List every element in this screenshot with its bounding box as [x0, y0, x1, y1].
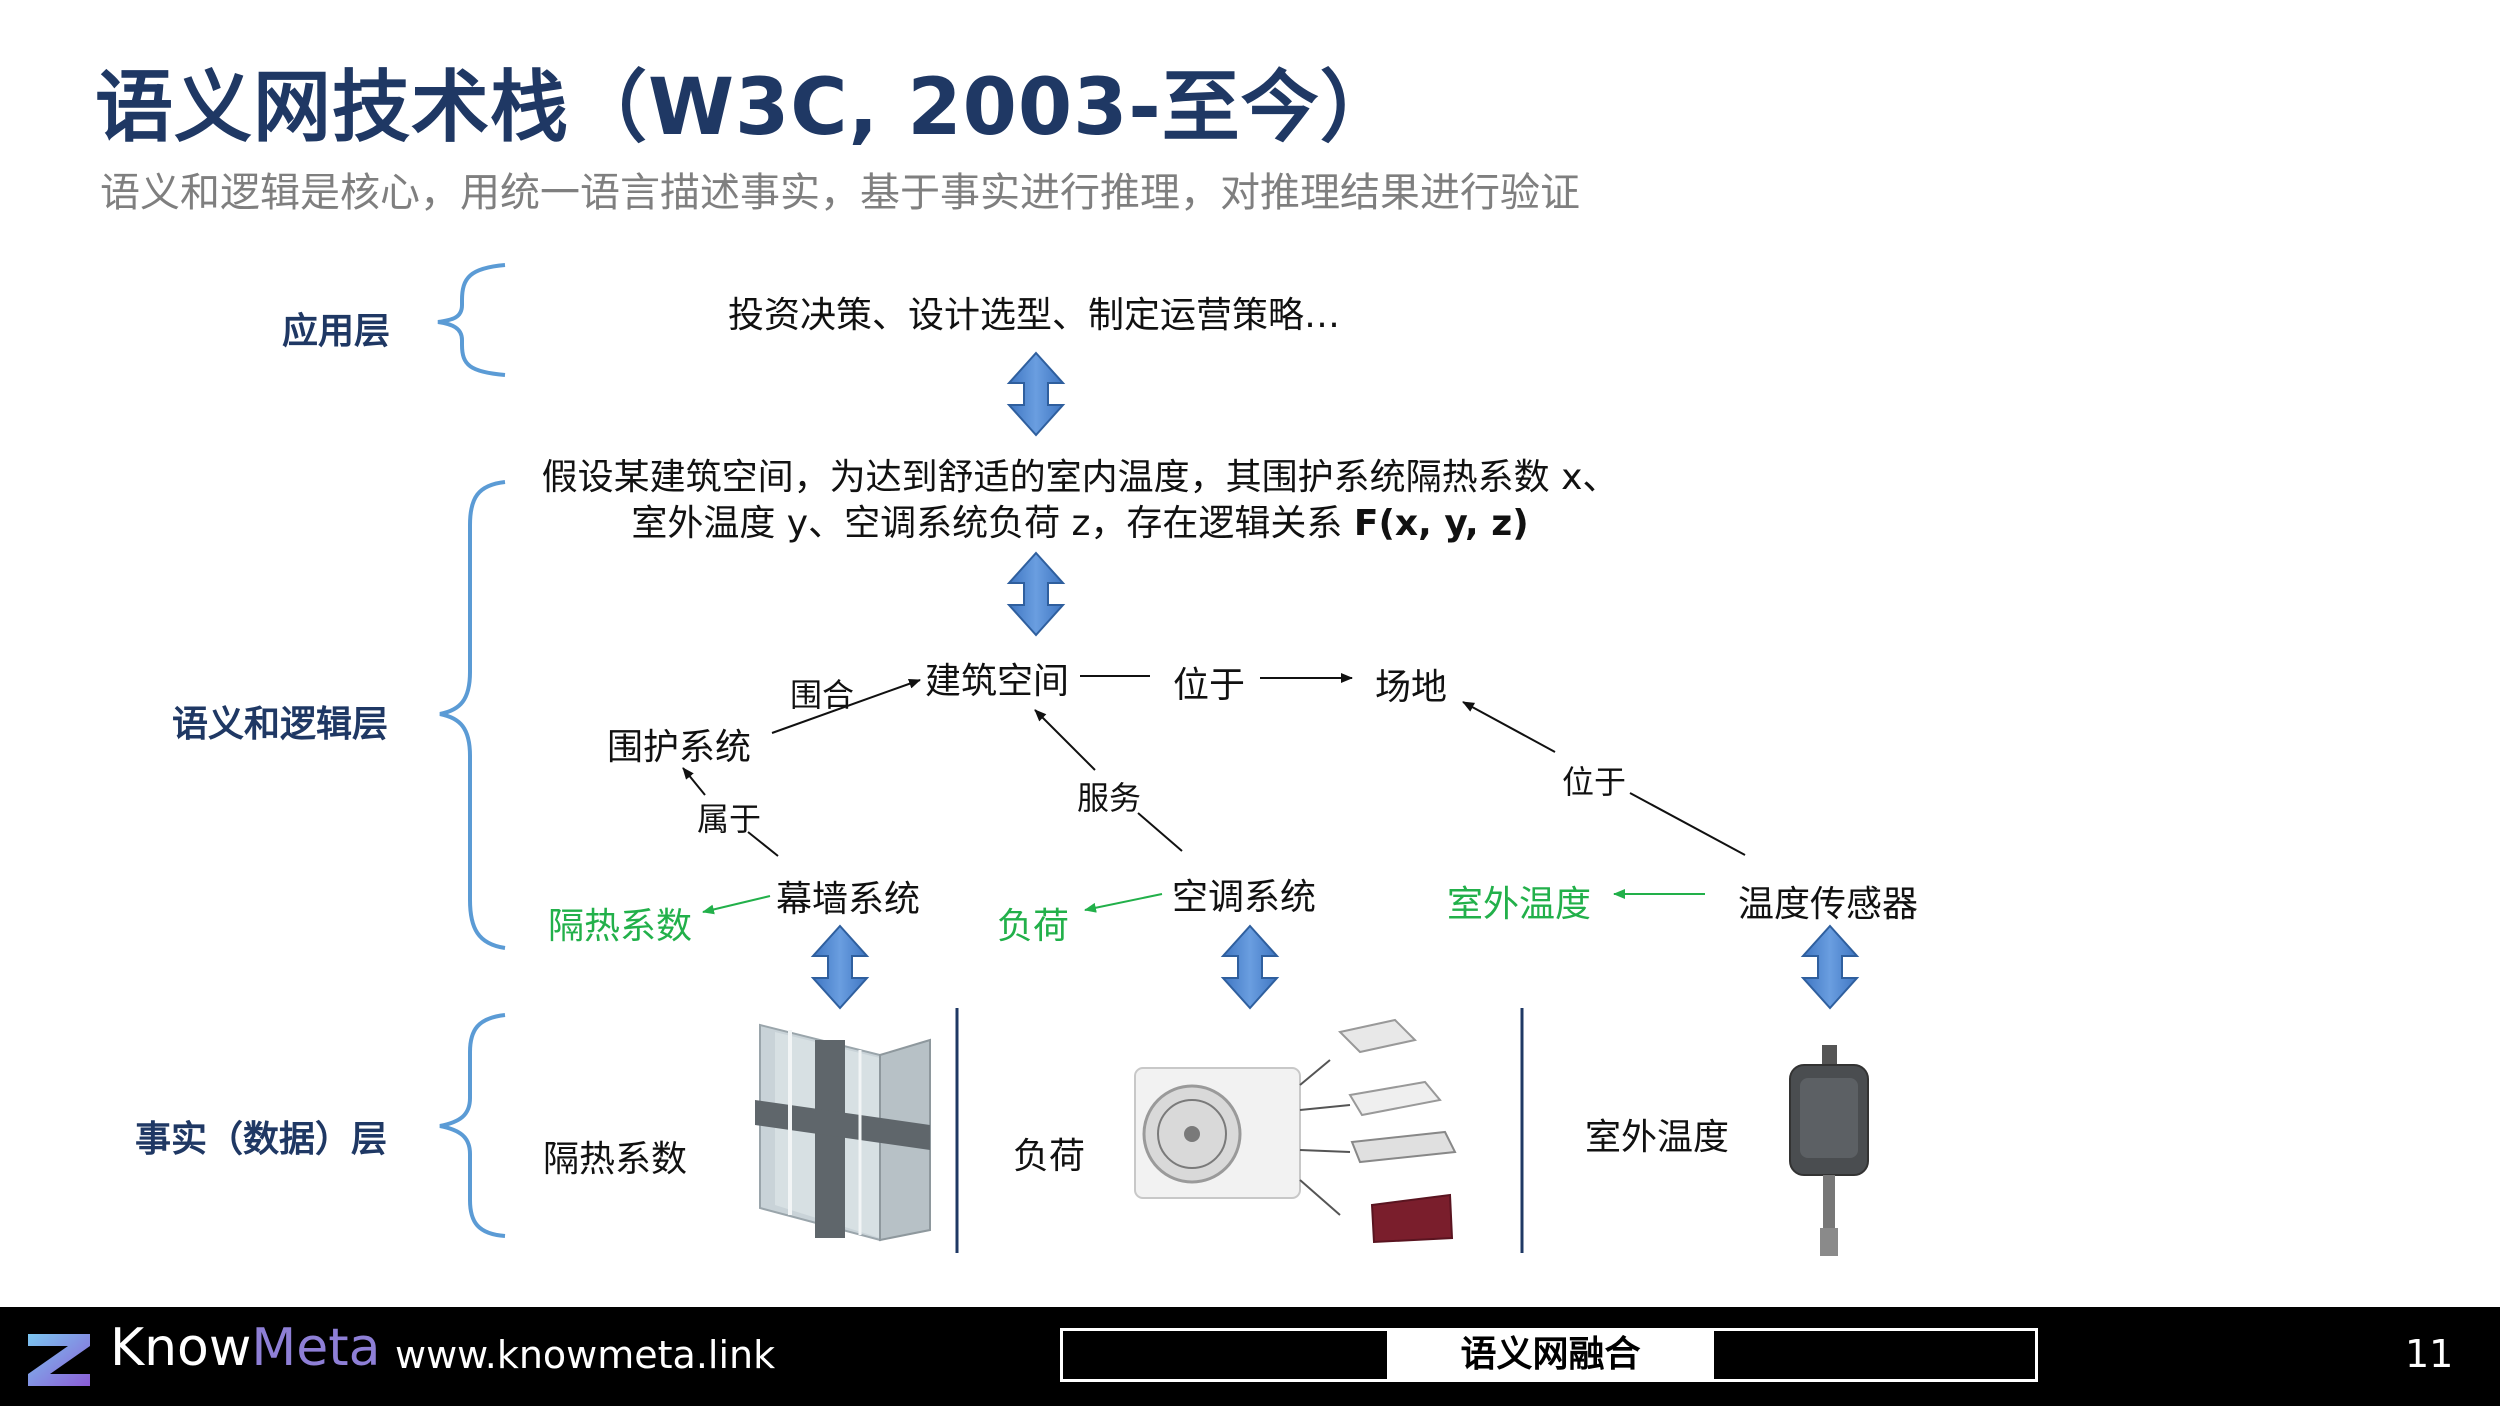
hypothesis-formula: F(x, y, z)	[1353, 503, 1529, 544]
air-conditioner-image	[1134, 1018, 1457, 1244]
brace-fact-data	[439, 1013, 506, 1238]
layer-label-semantic-logic: 语义和逻辑层	[172, 704, 389, 745]
double-arrow-icon-5	[1800, 924, 1860, 1010]
edge-ac-to-space-a	[1137, 812, 1183, 852]
double-arrow-icon-2	[1006, 551, 1066, 637]
website-link[interactable]: www.knowmeta.link	[395, 1333, 776, 1377]
edge-sensor-to-site-a	[1629, 792, 1746, 856]
hypothesis-line-2: 室外温度 y、空调系统负荷 z，存在逻辑关系 F(x, y, z)	[540, 501, 1620, 547]
page-subtitle: 语义和逻辑是核心，用统一语言描述事实，基于事实进行推理，对推理结果进行验证	[100, 170, 1580, 216]
fact-outdoor-temperature: 室外温度	[1585, 1117, 1730, 1158]
node-envelope-system: 围护系统	[607, 727, 752, 768]
hypothesis-line-1: 假设某建筑空间，为达到舒适的室内温度，其围护系统隔热系数 x、	[541, 457, 1619, 498]
node-load: 负荷	[997, 906, 1070, 947]
double-arrow-icon-3	[810, 924, 870, 1010]
node-building-space: 建筑空间	[925, 661, 1070, 702]
brand-name[interactable]: KnowMeta	[110, 1318, 381, 1378]
edge-curtain-to-envelope-a	[747, 831, 779, 857]
section-tag-frame	[1060, 1328, 2038, 1382]
brace-application	[437, 263, 506, 377]
edge-curtain-to-envelope-b	[682, 767, 706, 796]
node-temperature-sensor: 温度传感器	[1738, 884, 1919, 925]
temperature-sensor-image	[1789, 1045, 1869, 1256]
edge-label-belongs-to: 属于	[697, 800, 762, 838]
node-outdoor-temperature: 室外温度	[1447, 884, 1592, 925]
page-number: 11	[2405, 1332, 2454, 1376]
edge-curtain-to-insulation	[702, 895, 771, 915]
footer-bar	[0, 1307, 2500, 1406]
node-curtain-wall-system: 幕墙系统	[776, 879, 921, 920]
page-title: 语义网技术栈（W3C, 2003-至今）	[95, 63, 1399, 153]
brace-semantic-logic	[439, 480, 506, 950]
layer-label-fact-data: 事实（数据）层	[135, 1119, 388, 1160]
edge-label-located-at-2: 位于	[1562, 763, 1627, 801]
node-insulation-coefficient: 隔热系数	[548, 906, 693, 947]
double-arrow-icon-1	[1006, 351, 1066, 437]
edge-label-located-at-1: 位于	[1173, 665, 1246, 706]
knowmeta-logo-icon	[28, 1334, 90, 1386]
fact-insulation-coefficient: 隔热系数	[543, 1139, 688, 1180]
fact-load: 负荷	[1013, 1136, 1086, 1177]
section-tag: 语义网融合	[1387, 1331, 1714, 1379]
brand-meta: Meta	[251, 1318, 381, 1378]
hypothesis-line-2-prefix: 室外温度 y、空调系统负荷 z，存在逻辑关系	[631, 503, 1354, 544]
double-arrow-icon-4	[1220, 924, 1280, 1010]
node-site: 场地	[1375, 667, 1448, 708]
edge-sensor-to-site-b	[1462, 701, 1556, 753]
brand-know: Know	[110, 1318, 252, 1378]
node-ac-system: 空调系统	[1172, 877, 1317, 918]
hypothesis-text: 假设某建筑空间，为达到舒适的室内温度，其围护系统隔热系数 x、 室外温度 y、空…	[540, 455, 1620, 547]
edge-ac-to-space-b	[1034, 709, 1096, 771]
edge-label-serves: 服务	[1077, 779, 1142, 817]
edge-label-enclose: 围合	[790, 676, 855, 714]
curtain-wall-image	[755, 1023, 931, 1242]
edge-envelope-to-space	[771, 679, 921, 734]
layer-label-application: 应用层	[282, 311, 391, 352]
application-text: 投资决策、设计选型、制定运营策略…	[728, 295, 1341, 336]
edge-ac-to-load	[1084, 893, 1163, 913]
